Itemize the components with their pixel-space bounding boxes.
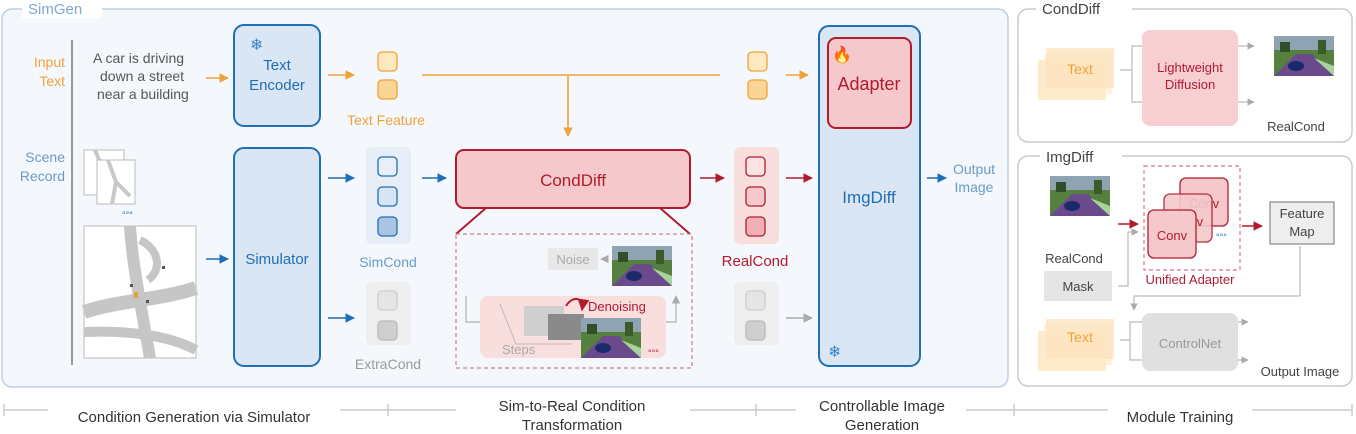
- svg-text:CondDiff: CondDiff: [1042, 1, 1101, 18]
- svg-text:Encoder: Encoder: [249, 77, 305, 94]
- imgdiff-realcond-image: [1050, 176, 1110, 216]
- svg-text:CondDiff: CondDiff: [540, 171, 606, 190]
- text-feature-tokens-2: [747, 51, 768, 100]
- stage-4-label: Module Training: [1127, 409, 1234, 426]
- svg-text:Scene: Scene: [25, 149, 65, 165]
- stage-3-label: Controllable Image: [819, 398, 945, 415]
- lightweight-diffusion-box: [1142, 30, 1238, 126]
- svg-text:Input: Input: [34, 54, 65, 70]
- controlnet-box: [1142, 313, 1238, 371]
- svg-text:Map: Map: [1289, 224, 1314, 239]
- extracond-tokens: [366, 282, 411, 345]
- svg-text:°°°: °°°: [648, 348, 659, 358]
- svg-text:Text: Text: [39, 73, 65, 89]
- unified-adapter-label: Unified Adapter: [1146, 272, 1236, 287]
- steps-label: Steps: [502, 342, 536, 357]
- svg-text:°°°: °°°: [1216, 232, 1227, 242]
- input-text-label: Input Text: [34, 54, 65, 89]
- svg-text:ControlNet: ControlNet: [1159, 336, 1222, 351]
- conddiff-zoom-left: [455, 207, 487, 235]
- adapter-box: 🔥 Adapter: [827, 37, 912, 129]
- svg-text:Feature: Feature: [1280, 206, 1325, 221]
- conddiff-training-panel: CondDiff Text Lightweight Diffusion Real…: [1017, 0, 1353, 143]
- svg-text:RealCond: RealCond: [1267, 119, 1325, 134]
- realcond-tokens: [734, 147, 779, 244]
- simcond-tokens: [366, 147, 411, 244]
- snowflake-icon: ❄: [250, 37, 263, 54]
- svg-text:Output: Output: [953, 161, 995, 177]
- thumbnail-ellipsis: °°°: [122, 210, 133, 220]
- svg-text:Diffusion: Diffusion: [1165, 77, 1215, 92]
- feature-map-box: [1269, 201, 1335, 245]
- conddiff-text-input: Text: [1067, 61, 1093, 77]
- realcond-label: RealCond: [722, 253, 789, 270]
- svg-text:Image: Image: [955, 179, 994, 195]
- imgdiff-output-label: Output Image: [1261, 364, 1340, 379]
- svg-text:Noise: Noise: [556, 252, 589, 267]
- footer-stages: Condition Generation via Simulator Sim-t…: [3, 398, 1353, 434]
- prompt-text: A car is driving down a street near a bu…: [93, 50, 189, 102]
- svg-text:ImgDiff: ImgDiff: [1046, 149, 1094, 166]
- unified-adapter-box: [1143, 165, 1241, 271]
- svg-text:Record: Record: [20, 168, 65, 184]
- conddiff-box: CondDiff: [455, 149, 691, 209]
- output-image-label: Output Image: [953, 161, 995, 195]
- flame-icon: 🔥: [832, 45, 852, 64]
- noise-target-image: [612, 246, 672, 286]
- denoising-label: Denoising: [588, 299, 646, 314]
- svg-text:near a building: near a building: [97, 86, 189, 102]
- imgdiff-training-panel: ImgDiff RealCond Mask Conv Conv Conv °°°…: [1017, 147, 1353, 387]
- svg-text:Adapter: Adapter: [837, 74, 900, 94]
- simulator-box: Simulator: [233, 147, 321, 367]
- text-feature-label: Text Feature: [347, 112, 425, 128]
- svg-text:ImgDiff: ImgDiff: [842, 188, 896, 207]
- svg-text:down a street: down a street: [100, 68, 184, 84]
- svg-text:Lightweight: Lightweight: [1157, 60, 1223, 75]
- noise-box: [548, 248, 598, 270]
- imgdiff-text-input: Text: [1067, 329, 1093, 345]
- scene-record-thumbnails: °°°: [81, 149, 199, 360]
- extracond-passthrough: [734, 282, 779, 345]
- svg-text:Conv: Conv: [1157, 228, 1188, 243]
- svg-text:A car is driving: A car is driving: [93, 50, 184, 66]
- simgen-title: SimGen: [28, 1, 82, 18]
- simcond-label: SimCond: [359, 254, 417, 270]
- conddiff-detail: Noise Denoising Steps °°°: [455, 233, 693, 369]
- text-feature-tokens: [377, 51, 398, 100]
- conddiff-output-image: [1274, 36, 1334, 76]
- denoised-image: [581, 318, 641, 358]
- stage-1-label: Condition Generation via Simulator: [78, 409, 311, 426]
- svg-text:Text: Text: [263, 57, 291, 74]
- svg-text:Mask: Mask: [1062, 279, 1094, 294]
- svg-text:Transformation: Transformation: [522, 417, 622, 434]
- svg-text:Simulator: Simulator: [245, 251, 308, 268]
- svg-text:Generation: Generation: [845, 417, 919, 434]
- snowflake-icon: ❄: [828, 344, 841, 361]
- scene-record-label: Scene Record: [20, 149, 65, 184]
- svg-text:RealCond: RealCond: [1045, 251, 1103, 266]
- extracond-label: ExtraCond: [355, 356, 421, 372]
- stage-2-label: Sim-to-Real Condition: [499, 398, 646, 415]
- mask-box: [1044, 271, 1112, 301]
- text-encoder-box: ❄ Text Encoder: [233, 24, 321, 127]
- conddiff-zoom-right: [659, 207, 691, 235]
